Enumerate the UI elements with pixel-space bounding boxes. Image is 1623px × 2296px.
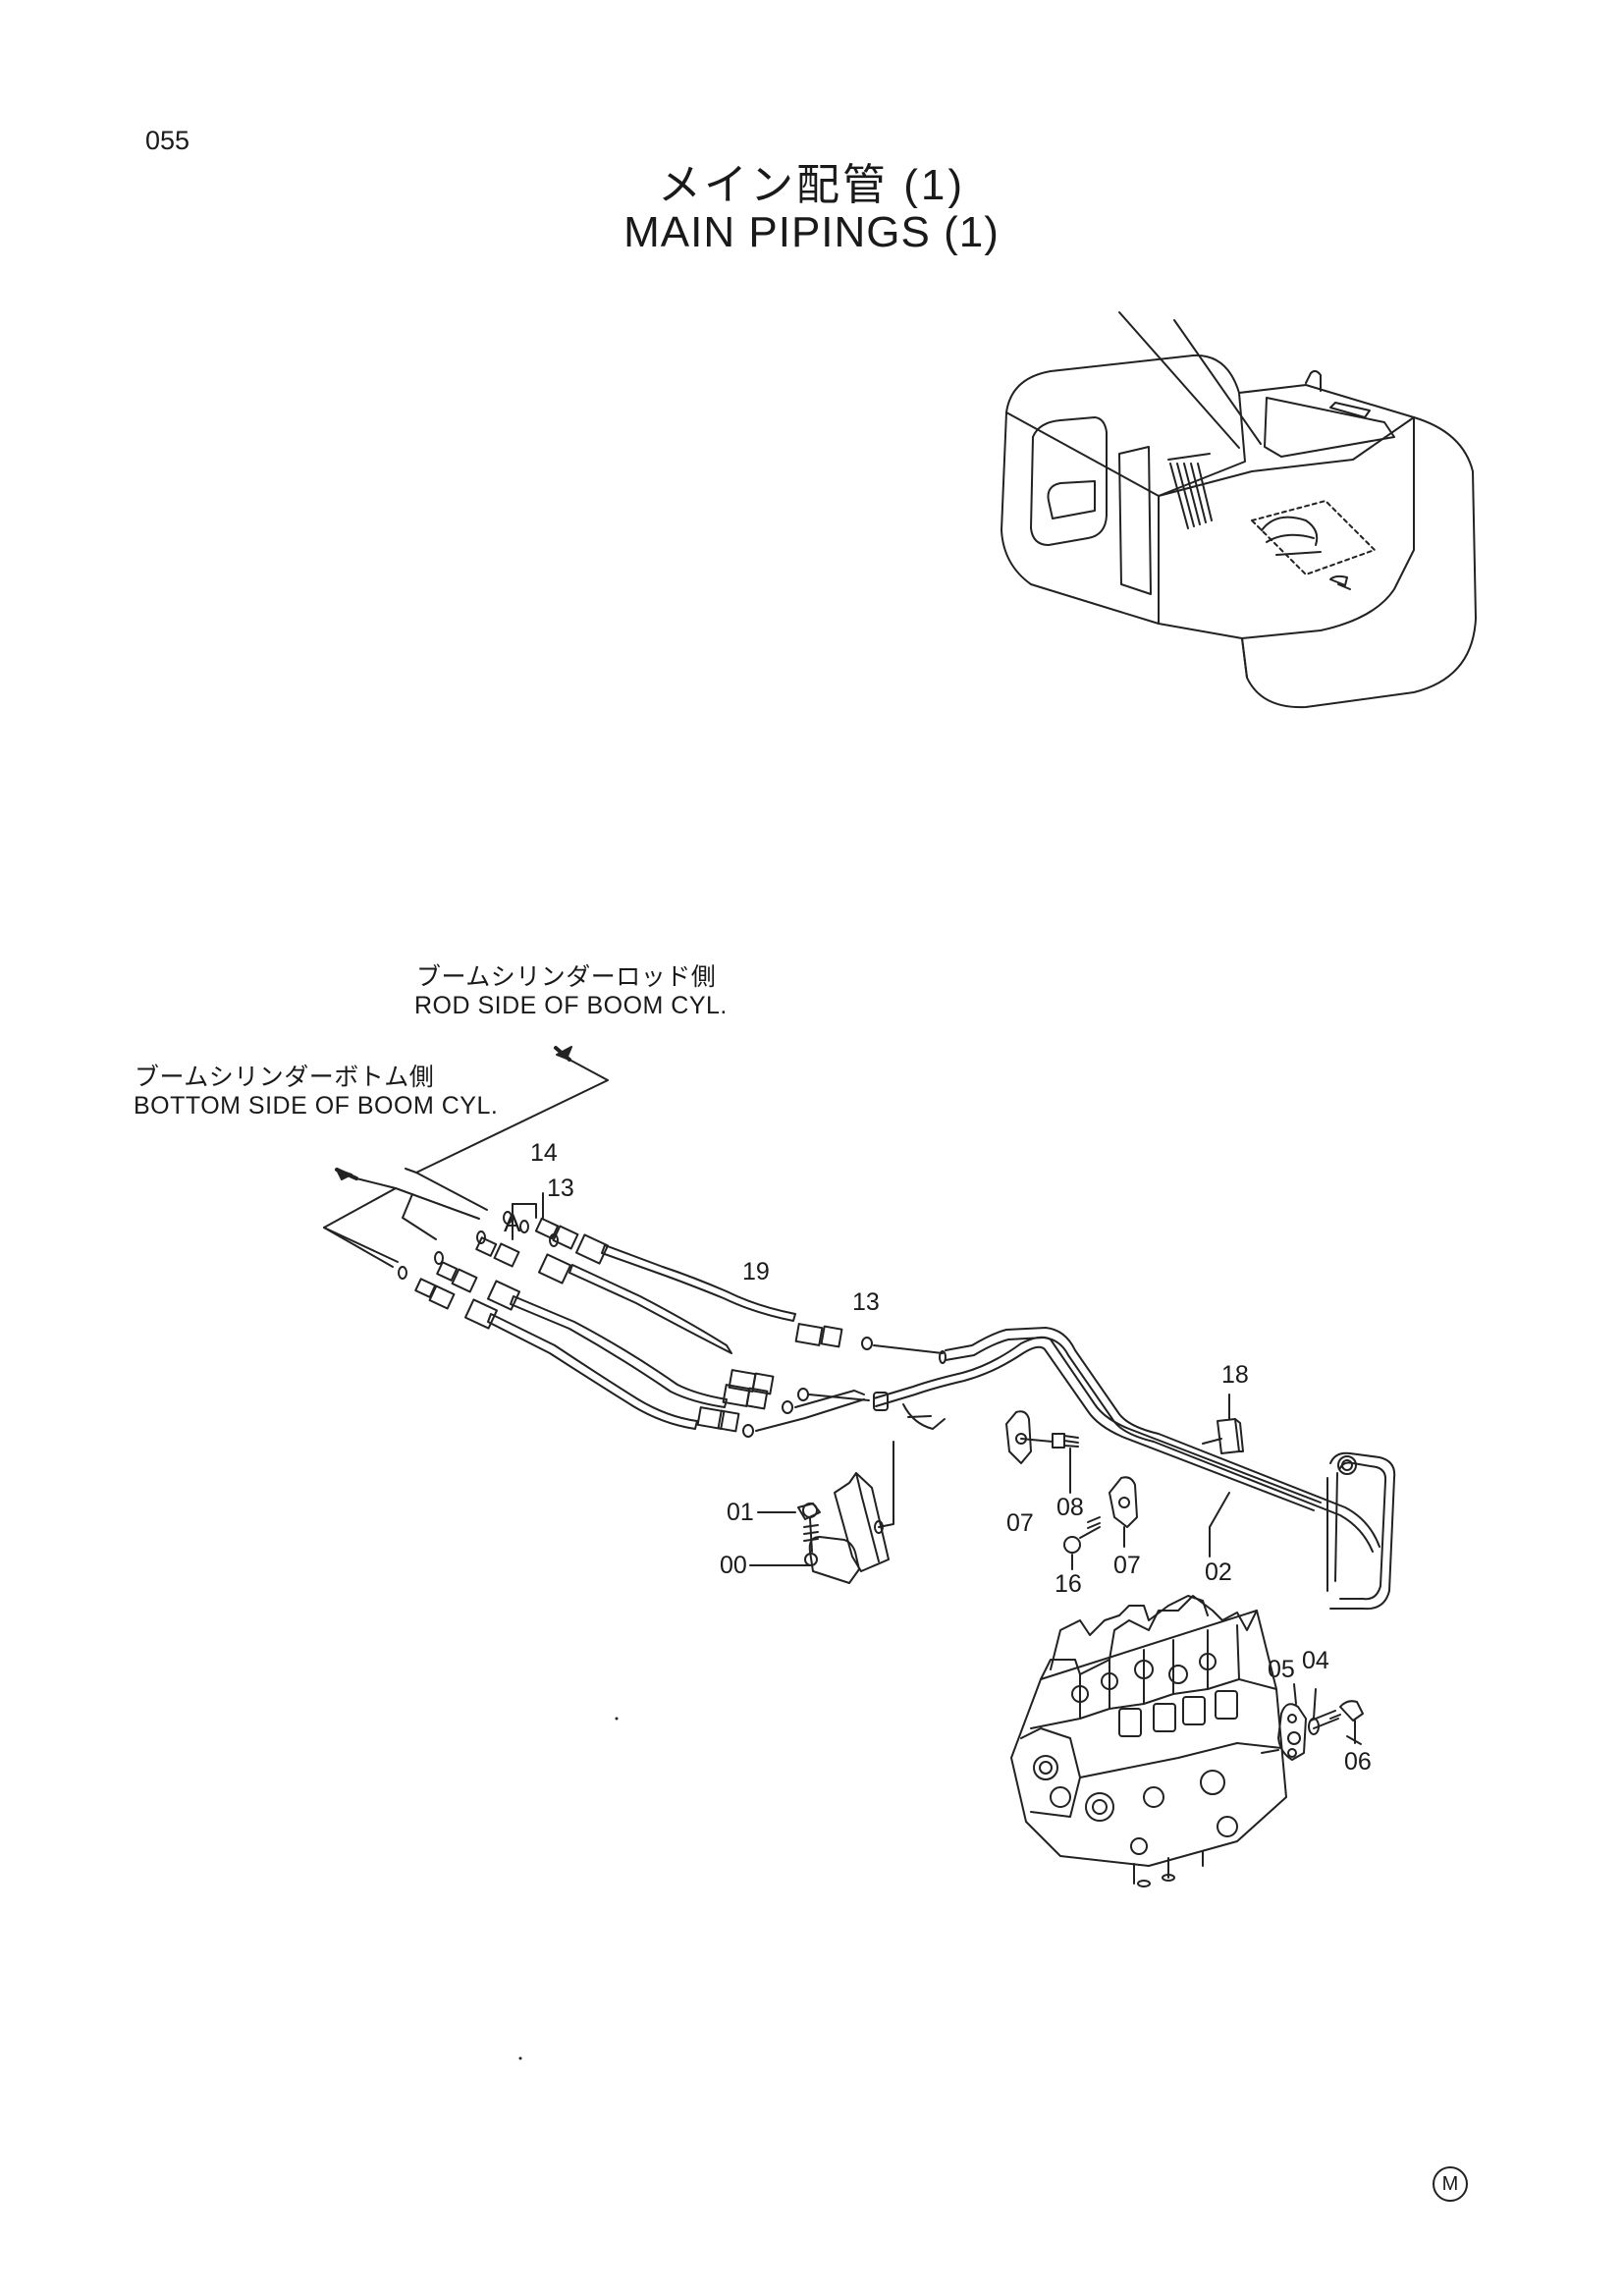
boom-cylinder-leader-lines	[323, 1046, 609, 1268]
page-title-japanese: メイン配管 (1)	[658, 161, 965, 209]
part-number-19: 19	[742, 1258, 770, 1285]
part-number-01: 01	[727, 1499, 754, 1526]
flange-assembly	[1261, 1683, 1364, 1761]
part-number-07-left: 07	[1006, 1509, 1034, 1537]
manufacturer-mark: M	[1433, 2166, 1468, 2202]
rod-side-label-japanese: ブームシリンダーロッド側	[416, 963, 717, 991]
part-number-14: 14	[530, 1139, 558, 1167]
page-number: 055	[145, 126, 190, 155]
control-valve-illustration	[1010, 1595, 1287, 1887]
part-number-07-right: 07	[1113, 1552, 1141, 1579]
bottom-side-label-english: BOTTOM SIDE OF BOOM CYL.	[134, 1092, 499, 1120]
hose-end-fittings	[398, 1211, 873, 1438]
part-number-13-lower: 13	[852, 1288, 880, 1316]
pipe-clamps	[1005, 1394, 1244, 1570]
hose-to-pipe-leaders	[755, 1344, 944, 1432]
part-number-06: 06	[1344, 1748, 1372, 1776]
hose-assemblies	[487, 1244, 796, 1430]
excavator-overview-illustration	[1001, 311, 1477, 709]
steel-pipes	[873, 1327, 1396, 1611]
part-number-16: 16	[1055, 1570, 1082, 1598]
part-number-04: 04	[1302, 1647, 1329, 1674]
support-bracket	[749, 1441, 894, 1584]
rod-side-label-english: ROD SIDE OF BOOM CYL.	[414, 992, 728, 1019]
part-number-00: 00	[720, 1552, 747, 1579]
bottom-side-label-japanese: ブームシリンダーボトム側	[135, 1064, 435, 1091]
part-number-08: 08	[1056, 1494, 1084, 1521]
part-number-02: 02	[1205, 1558, 1232, 1586]
part-number-13-upper: 13	[547, 1175, 574, 1202]
part-number-18: 18	[1221, 1361, 1249, 1389]
page-title-english: MAIN PIPINGS (1)	[623, 208, 1000, 256]
